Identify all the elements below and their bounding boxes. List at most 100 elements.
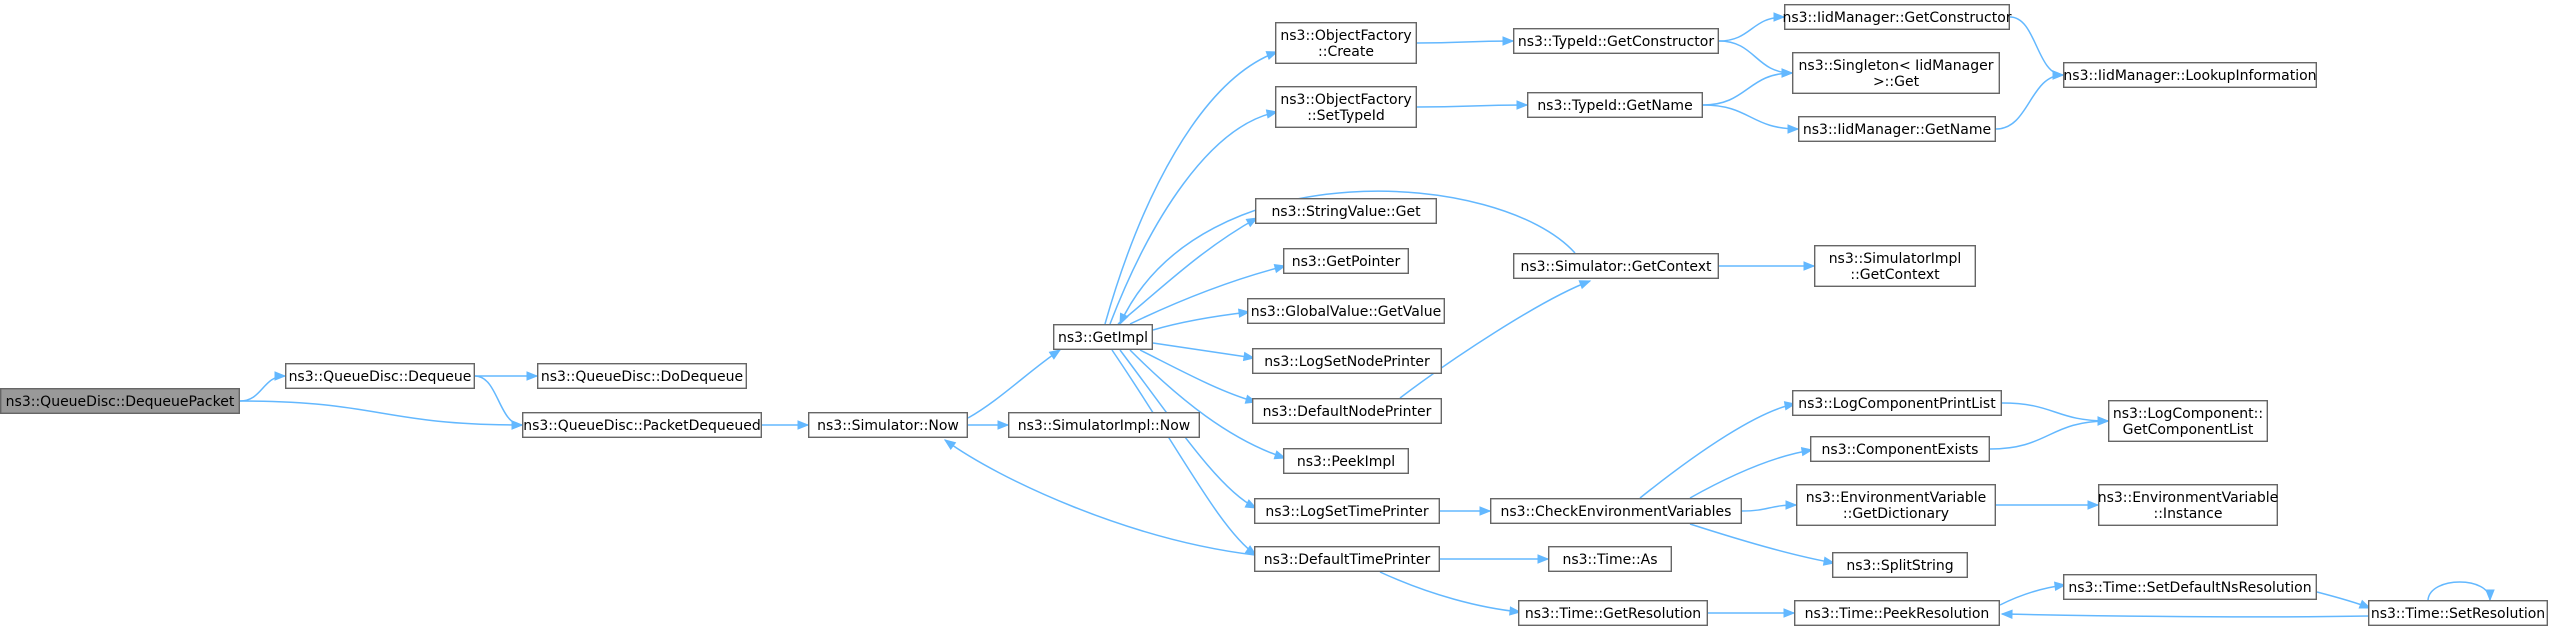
edge-line <box>1416 40 1514 44</box>
node-label: ::Create <box>1318 44 1374 60</box>
node-box <box>1813 244 1976 287</box>
node-logComponentGetList[interactable]: ns3::LogComponent::GetComponentList <box>2107 400 2268 443</box>
node-label: ns3::ObjectFactory <box>1280 92 1411 108</box>
node-label: ns3::IidManager::GetConstructor <box>1782 10 2011 26</box>
node-ofCreate[interactable]: ns3::ObjectFactory::Create <box>1274 22 1417 64</box>
node-packetDequeued[interactable]: ns3::QueueDisc::PacketDequeued <box>522 412 763 439</box>
node-defaultTimePrinter[interactable]: ns3::DefaultTimePrinter <box>1253 546 1440 573</box>
node-iidGetConstructor[interactable]: ns3::IidManager::GetConstructor <box>1782 3 2012 31</box>
edge-dequeuePacket-to-dequeue <box>239 371 287 402</box>
node-box <box>1512 252 1719 279</box>
node-stringValueGet[interactable]: ns3::StringValue::Get <box>1254 197 1437 224</box>
edge-line <box>1379 571 1521 613</box>
edge-simNow-to-getImpl <box>967 349 1062 419</box>
node-logSetTimePrinter[interactable]: ns3::LogSetTimePrinter <box>1253 498 1440 525</box>
node-globalValueGet[interactable]: ns3::GlobalValue::GetValue <box>1246 298 1445 325</box>
node-timeSetDefaultNsRes[interactable]: ns3::Time::SetDefaultNsResolution <box>2062 574 2317 601</box>
arrowhead <box>1244 499 1258 509</box>
node-dequeuePacket[interactable]: ns3::QueueDisc::DequeuePacket <box>0 388 241 415</box>
edge-getImpl-to-logSetNodePrinter <box>1152 342 1256 362</box>
edge-timeSetResolution-to-timePeekResolution <box>2000 609 2371 619</box>
edge-line <box>1109 111 1278 325</box>
arrowhead <box>997 420 1010 430</box>
node-timeAs[interactable]: ns3::Time::As <box>1547 546 1672 573</box>
node-box <box>1489 498 1742 525</box>
node-box <box>1517 600 1708 627</box>
node-peekImpl[interactable]: ns3::PeekImpl <box>1282 448 1409 475</box>
edge-defaultTimePrinter-to-timeGetResolution <box>1379 571 1522 616</box>
node-box <box>1547 546 1672 573</box>
node-timeSetResolution[interactable]: ns3::Time::SetResolution <box>2367 600 2548 627</box>
node-getPointer[interactable]: ns3::GetPointer <box>1282 247 1409 274</box>
arrowhead <box>1773 12 1786 22</box>
edge-line <box>2001 402 2109 422</box>
arrowhead <box>1509 606 1522 616</box>
node-componentExists[interactable]: ns3::ComponentExists <box>1809 436 1990 463</box>
edge-getImpl-to-stringValueGet <box>1117 217 1259 325</box>
node-typeIdGetConstructor[interactable]: ns3::TypeId::GetConstructor <box>1512 28 1719 55</box>
arrowhead <box>1119 312 1129 326</box>
node-defaultNodePrinter[interactable]: ns3::DefaultNodePrinter <box>1251 398 1442 425</box>
edge-getImpl-to-getPointer <box>1129 263 1287 325</box>
node-splitString[interactable]: ns3::SplitString <box>1831 552 1968 579</box>
node-getImpl[interactable]: ns3::GetImpl <box>1052 324 1153 351</box>
edge-componentExists-to-logComponentGetList <box>1989 416 2110 450</box>
node-ofSetTypeId[interactable]: ns3::ObjectFactory::SetTypeId <box>1274 85 1417 128</box>
edge-line <box>1119 349 1257 509</box>
node-box <box>2367 600 2548 627</box>
node-label: ::GetDictionary <box>1843 506 1949 522</box>
node-iidLookup[interactable]: ns3::IidManager::LookupInformation <box>2062 62 2317 89</box>
arrowhead <box>2052 70 2065 80</box>
arrowhead <box>2485 589 2495 602</box>
node-iidGetName[interactable]: ns3::IidManager::GetName <box>1797 115 1996 142</box>
node-timeGetResolution[interactable]: ns3::Time::GetResolution <box>1517 600 1708 627</box>
node-label: ns3::LogSetNodePrinter <box>1264 354 1430 370</box>
node-box <box>1797 115 1996 142</box>
arrowhead <box>1479 506 1492 516</box>
node-box <box>808 412 969 439</box>
edge-logSetTimePrinter-to-checkEnv <box>1440 506 1492 516</box>
edge-line <box>1995 74 2064 130</box>
edge-line <box>2001 613 2371 618</box>
node-label: ns3::QueueDisc::PacketDequeued <box>523 418 761 434</box>
edge-line <box>1111 349 1257 556</box>
node-singletonGet[interactable]: ns3::Singleton< IidManager >::Get <box>1791 52 2000 94</box>
edge-line <box>1152 342 1255 359</box>
arrowhead <box>1048 349 1062 360</box>
arrowhead <box>1822 556 1836 566</box>
node-label: ns3::GlobalValue::GetValue <box>1251 304 1441 320</box>
node-box <box>1274 85 1417 128</box>
node-checkEnv[interactable]: ns3::CheckEnvironmentVariables <box>1489 498 1742 525</box>
edge-getImpl-to-peekImpl <box>1129 349 1287 460</box>
arrowhead <box>943 439 957 451</box>
arrowhead <box>1273 450 1287 460</box>
nodes-layer: ns3::QueueDisc::DequeuePacketns3::QueueD… <box>0 3 2548 627</box>
node-label: ns3::EnvironmentVariable <box>2098 490 2279 506</box>
edge-line <box>1152 311 1250 331</box>
node-doDequeue[interactable]: ns3::QueueDisc::DoDequeue <box>537 363 748 390</box>
node-label: ns3::DefaultTimePrinter <box>1264 552 1431 568</box>
edge-line <box>1104 51 1278 325</box>
node-simGetContext[interactable]: ns3::Simulator::GetContext <box>1512 252 1719 279</box>
edge-dequeue-to-packetDequeued <box>474 375 524 430</box>
node-envInstance[interactable]: ns3::EnvironmentVariable::Instance <box>2098 484 2279 527</box>
node-label: ns3::Time::As <box>1562 552 1657 568</box>
node-simImplGetContext[interactable]: ns3::SimulatorImpl::GetContext <box>1813 244 1976 287</box>
node-envGetDictionary[interactable]: ns3::EnvironmentVariable::GetDictionary <box>1795 484 1996 527</box>
node-dequeue[interactable]: ns3::QueueDisc::Dequeue <box>285 363 476 390</box>
edge-getImpl-to-ofSetTypeId <box>1109 109 1279 325</box>
arrowhead <box>2358 599 2372 609</box>
arrowhead <box>2097 416 2110 426</box>
node-box <box>522 412 763 439</box>
node-typeIdGetName[interactable]: ns3::TypeId::GetName <box>1526 91 1703 118</box>
node-timePeekResolution[interactable]: ns3::Time::PeekResolution <box>1793 600 2000 627</box>
node-logComponentPrintList[interactable]: ns3::LogComponentPrintList <box>1791 390 2002 417</box>
node-box <box>1253 546 1440 573</box>
edge-timeGetResolution-to-timePeekResolution <box>1708 608 1796 618</box>
node-box <box>1795 484 1996 527</box>
node-logSetNodePrinter[interactable]: ns3::LogSetNodePrinter <box>1251 348 1442 375</box>
node-simNow[interactable]: ns3::Simulator::Now <box>808 412 969 439</box>
node-simImplNow[interactable]: ns3::SimulatorImpl::Now <box>1008 412 1201 439</box>
edge-line <box>1119 190 1576 325</box>
